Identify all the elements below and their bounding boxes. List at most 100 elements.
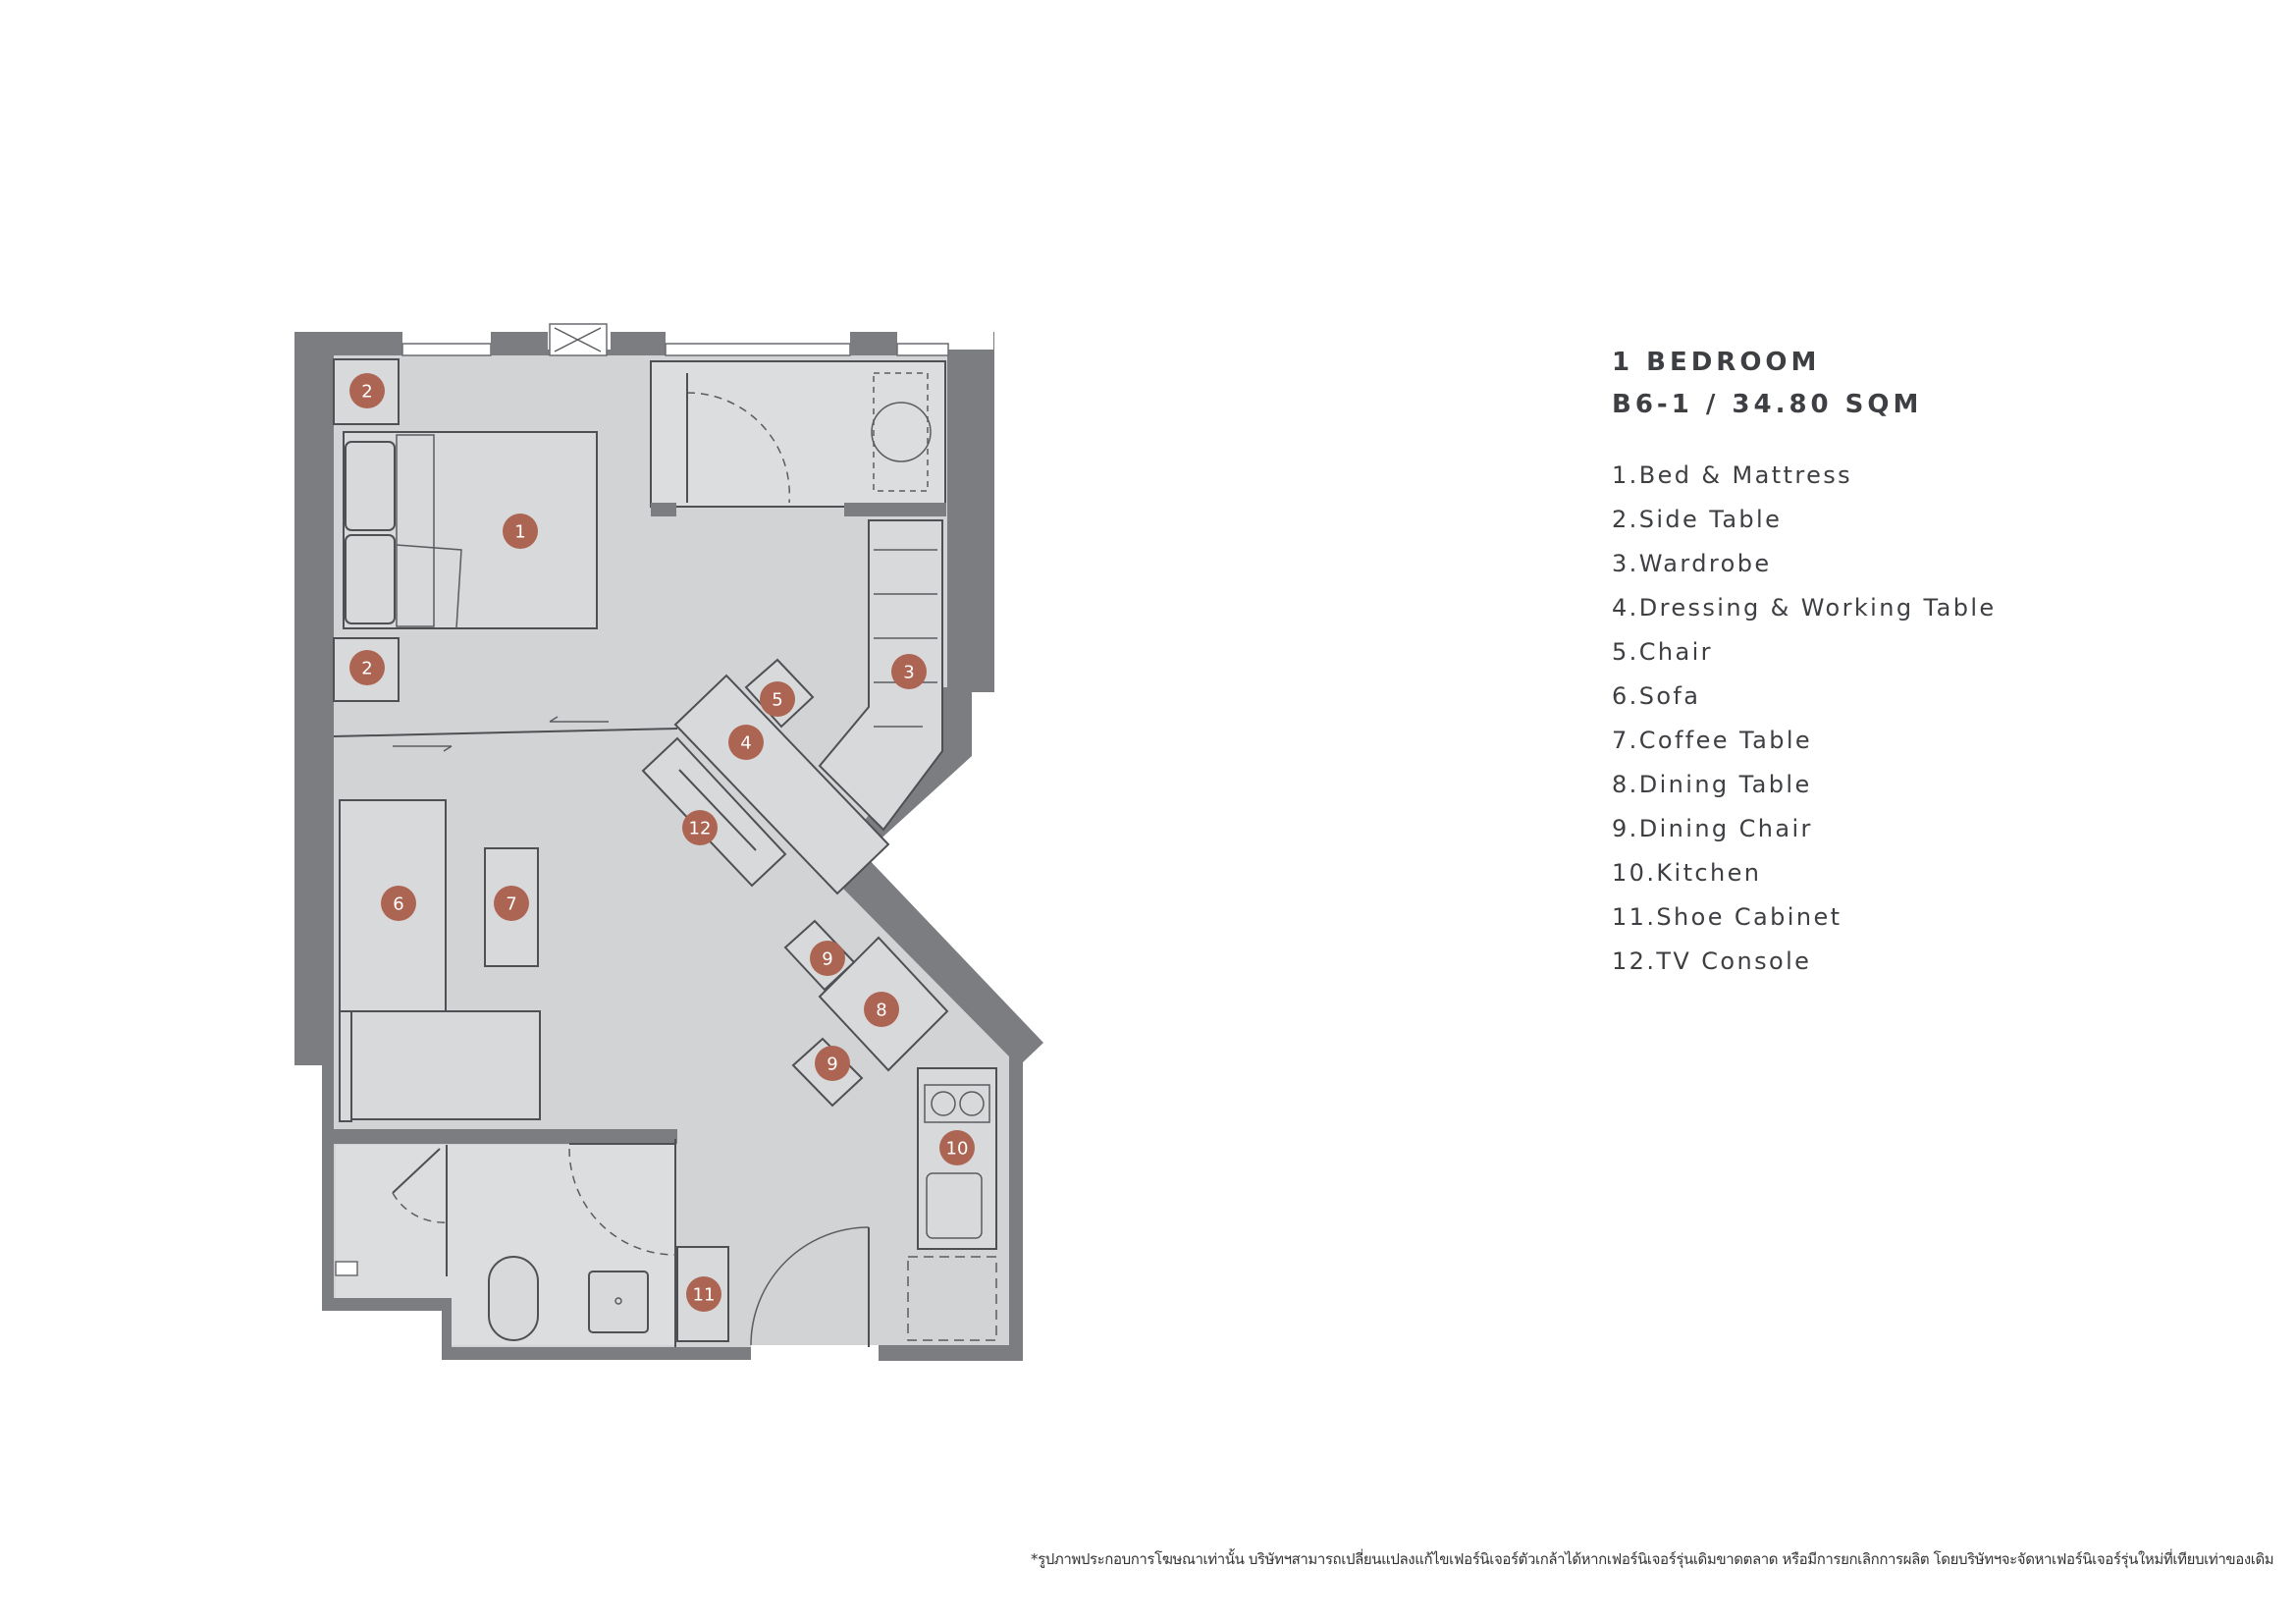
unit-title: 1 BEDROOM bbox=[1612, 348, 1821, 377]
kitchen-sink bbox=[926, 1172, 983, 1239]
marker-label: 11 bbox=[693, 1285, 716, 1306]
shower-swing bbox=[392, 1192, 448, 1223]
furniture-marker: 7 bbox=[494, 886, 529, 921]
marker-label: 1 bbox=[514, 522, 525, 543]
marker-label: 9 bbox=[822, 949, 832, 970]
tv-console bbox=[641, 736, 787, 888]
basin-drain bbox=[614, 1297, 622, 1305]
vent-cross bbox=[554, 327, 602, 352]
furniture-marker: 2 bbox=[349, 373, 385, 408]
window-left bbox=[401, 343, 492, 356]
dressing-table bbox=[673, 674, 890, 895]
wall-stub-2 bbox=[611, 332, 666, 355]
legend-item: 9.Dining Chair bbox=[1612, 815, 1813, 842]
disclaimer-text: *รูปภาพประกอบการโฆษณาเท่านั้น บริษัทฯสาม… bbox=[1031, 1550, 2274, 1568]
unit-info-panel: 1 BEDROOM B6-1 / 34.80 SQM 1.Bed & Mattr… bbox=[1612, 342, 1997, 984]
floor-drain bbox=[335, 1261, 358, 1276]
sofa-arm bbox=[339, 1010, 352, 1122]
hob bbox=[924, 1084, 990, 1123]
legend-item: 8.Dining Table bbox=[1612, 771, 1812, 798]
bath-door-swing bbox=[568, 1148, 676, 1256]
legend-item: 3.Wardrobe bbox=[1612, 550, 1772, 577]
slide-arrow-2 bbox=[393, 745, 453, 752]
marker-circle bbox=[891, 654, 927, 689]
marker-circle bbox=[728, 725, 764, 760]
marker-circle bbox=[760, 681, 795, 717]
furniture-marker: 2 bbox=[349, 650, 385, 685]
marker-label: 2 bbox=[361, 382, 372, 403]
wall-stub-1 bbox=[491, 332, 548, 355]
marker-label: 7 bbox=[506, 894, 516, 915]
balcony-chair bbox=[871, 402, 932, 462]
toilet bbox=[488, 1256, 539, 1341]
legend-item: 10.Kitchen bbox=[1612, 859, 1762, 887]
marker-label: 12 bbox=[689, 819, 712, 839]
marker-circle bbox=[815, 1046, 850, 1081]
sliding-partition bbox=[333, 728, 678, 737]
window-right bbox=[896, 343, 949, 356]
balcony-table bbox=[873, 372, 929, 492]
marker-circle bbox=[864, 992, 899, 1027]
marker-label: 8 bbox=[876, 1001, 886, 1021]
entrance-door-swing bbox=[750, 1226, 870, 1346]
furniture-marker: 8 bbox=[864, 992, 899, 1027]
shower-door bbox=[392, 1148, 441, 1194]
marker-label: 10 bbox=[946, 1139, 969, 1160]
wardrobe bbox=[818, 519, 943, 832]
marker-circle bbox=[939, 1130, 975, 1165]
marker-label: 4 bbox=[740, 733, 751, 754]
marker-label: 3 bbox=[903, 663, 914, 683]
legend-item: 4.Dressing & Working Table bbox=[1612, 594, 1997, 622]
pillow-bottom bbox=[345, 534, 396, 624]
wash-basin bbox=[588, 1271, 649, 1333]
furniture-marker: 4 bbox=[728, 725, 764, 760]
window-mid bbox=[665, 343, 851, 356]
legend-item: 11.Shoe Cabinet bbox=[1612, 903, 1842, 931]
furniture-marker: 12 bbox=[682, 810, 718, 845]
balcony-post-right bbox=[844, 503, 946, 516]
furniture-marker: 6 bbox=[381, 886, 416, 921]
unit-subtitle: B6-1 / 34.80 SQM bbox=[1612, 390, 1923, 419]
legend-item: 12.TV Console bbox=[1612, 947, 1812, 975]
marker-circle bbox=[503, 514, 538, 549]
furniture-marker: 9 bbox=[810, 941, 845, 976]
marker-circle bbox=[494, 886, 529, 921]
wall-stub-3 bbox=[850, 332, 897, 355]
fridge bbox=[907, 1256, 997, 1341]
legend-item: 7.Coffee Table bbox=[1612, 727, 1813, 754]
furniture-marker: 5 bbox=[760, 681, 795, 717]
sofa-seat bbox=[350, 1010, 541, 1120]
furniture-marker: 11 bbox=[686, 1276, 721, 1312]
slide-arrow-1 bbox=[549, 716, 609, 723]
marker-circle bbox=[810, 941, 845, 976]
balcony bbox=[650, 360, 946, 508]
marker-circle bbox=[381, 886, 416, 921]
tv-screen bbox=[678, 769, 757, 851]
marker-label: 9 bbox=[827, 1055, 837, 1075]
marker-label: 2 bbox=[361, 659, 372, 679]
legend-item: 1.Bed & Mattress bbox=[1612, 461, 1853, 489]
legend-item: 6.Sofa bbox=[1612, 682, 1701, 710]
hob-burner-2 bbox=[959, 1091, 985, 1116]
marker-circle bbox=[349, 650, 385, 685]
pillow-top bbox=[345, 441, 396, 531]
blanket-fold bbox=[396, 544, 462, 629]
legend-item: 5.Chair bbox=[1612, 638, 1713, 666]
furniture-marker: 10 bbox=[939, 1130, 975, 1165]
marker-label: 5 bbox=[772, 690, 782, 711]
marker-circle bbox=[349, 373, 385, 408]
bed-fold bbox=[396, 434, 435, 627]
marker-circle bbox=[682, 810, 718, 845]
hob-burner-1 bbox=[931, 1091, 956, 1116]
furniture-legend: 1.Bed & Mattress 2.Side Table 3.Wardrobe… bbox=[1612, 454, 1997, 984]
marker-circle bbox=[686, 1276, 721, 1312]
legend-item: 2.Side Table bbox=[1612, 506, 1783, 533]
furniture-marker: 3 bbox=[891, 654, 927, 689]
balcony-door-swing bbox=[686, 392, 791, 504]
furniture-marker: 9 bbox=[815, 1046, 850, 1081]
marker-label: 6 bbox=[393, 894, 403, 915]
balcony-post-left bbox=[651, 503, 676, 516]
furniture-marker: 1 bbox=[503, 514, 538, 549]
